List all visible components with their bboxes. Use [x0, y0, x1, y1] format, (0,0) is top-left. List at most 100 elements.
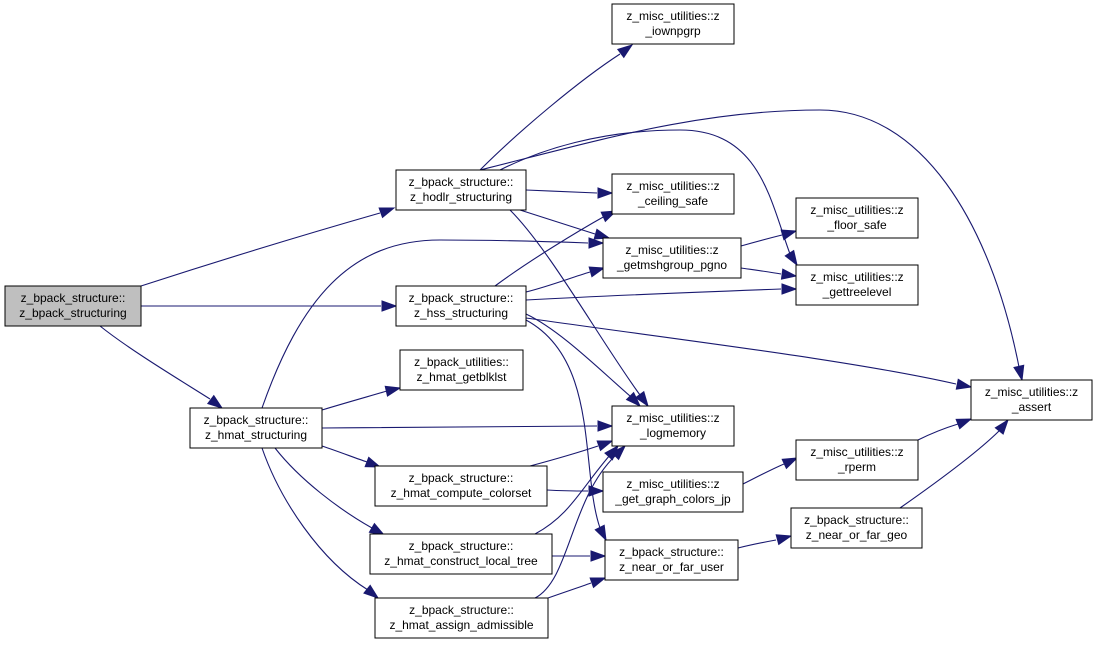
node-neargeo[interactable]: z_bpack_structure::z_near_or_far_geo [790, 507, 923, 549]
edge-arrowhead [363, 584, 380, 599]
edge-line [742, 463, 785, 485]
edge-line [525, 319, 601, 529]
node-graphcolors[interactable]: z_misc_utilities::z_get_graph_colors_jp [602, 471, 744, 513]
node-ceiling[interactable]: z_misc_utilities::z_ceiling_safe [611, 173, 735, 215]
node-box [795, 264, 919, 306]
node-box [602, 471, 744, 513]
edge-line [261, 239, 589, 409]
edge-root-to-hss [141, 300, 398, 312]
edge-hmat-to-getblklst [321, 385, 402, 411]
edge-admissible-to-logmemory [534, 444, 627, 599]
node-box [611, 405, 735, 447]
node-colorset[interactable]: z_bpack_structure::z_hmat_compute_colors… [374, 465, 548, 507]
edge-arrowhead [588, 237, 605, 249]
edge-arrowhead [955, 418, 973, 430]
node-nearuser[interactable]: z_bpack_structure::z_near_or_far_user [604, 539, 739, 581]
edge-arrowhead [780, 268, 798, 280]
edge-line [479, 109, 1020, 368]
node-iownpgrp[interactable]: z_misc_utilities::z_iownpgrp [611, 3, 735, 45]
edge-arrowhead [378, 207, 396, 219]
node-box [399, 349, 524, 391]
node-box [374, 465, 548, 507]
edge-line [274, 447, 373, 529]
node-label-line2: z_near_or_far_geo [806, 528, 908, 542]
node-label-line2: _assert [1011, 400, 1052, 414]
edge-arrowhead [625, 391, 642, 408]
node-label-line1: z_bpack_structure:: [409, 291, 514, 305]
edge-line [519, 209, 596, 235]
edge-hss-to-nearuser [525, 319, 607, 542]
node-label-line2: z_hodlr_structuring [410, 190, 512, 204]
node-admissible[interactable]: z_bpack_structure::z_hmat_assign_admissi… [374, 597, 549, 639]
edge-arrowhead [780, 229, 798, 241]
edge-arrowhead [593, 228, 611, 240]
edge-line [499, 129, 791, 255]
node-label-line2: _floor_safe [826, 218, 887, 232]
node-label-line2: z_hmat_getblklst [416, 370, 507, 384]
node-pgno[interactable]: z_misc_utilities::z_getmshgroup_pgno [602, 237, 742, 279]
edge-hss-to-treelevel [525, 283, 798, 301]
node-label-line1: z_bpack_structure:: [804, 513, 909, 527]
edge-line [525, 271, 591, 293]
node-label-line1: z_bpack_structure:: [619, 545, 724, 559]
edge-arrowhead [364, 456, 382, 468]
node-label-line1: z_misc_utilities::z [626, 411, 719, 425]
node-label-line2: _get_graph_colors_jp [614, 492, 731, 506]
edge-line [740, 234, 783, 247]
node-floor[interactable]: z_misc_utilities::z_floor_safe [795, 197, 919, 239]
edge-arrowhead [590, 550, 607, 562]
node-label-line1: z_bpack_structure:: [409, 175, 514, 189]
node-box [189, 407, 323, 449]
node-box [395, 285, 527, 327]
edge-neargeo-to-assert [899, 418, 1009, 509]
node-label-line2: _getmshgroup_pgno [616, 258, 727, 272]
edge-line [529, 445, 599, 467]
node-rperm[interactable]: z_misc_utilities::z_rperm [795, 439, 919, 481]
edge-arrowhead [994, 418, 1009, 435]
node-logmemory[interactable]: z_misc_utilities::z_logmemory [611, 405, 735, 447]
node-label-line1: z_misc_utilities::z [810, 203, 903, 217]
edge-hmat-to-admissible [261, 447, 380, 599]
edge-pgno-to-treelevel [740, 267, 798, 280]
node-hmat[interactable]: z_bpack_structure::z_hmat_structuring [189, 407, 323, 449]
edge-arrowhead [634, 390, 649, 408]
edge-arrowhead [1013, 364, 1025, 382]
edge-line [740, 267, 782, 275]
node-assert[interactable]: z_misc_utilities::z_assert [970, 379, 1093, 421]
edge-line [261, 447, 369, 591]
edge-line [525, 288, 782, 301]
node-box [795, 197, 919, 239]
node-label-line2: _ceiling_safe [637, 194, 708, 208]
node-treelevel[interactable]: z_misc_utilities::z_gettreelevel [795, 264, 919, 306]
node-label-line1: z_bpack_structure:: [21, 291, 126, 305]
edge-line [917, 423, 959, 441]
node-box [604, 539, 739, 581]
edge-line [547, 582, 592, 599]
edge-arrowhead [955, 378, 973, 390]
edge-hodlr-to-ceiling [525, 187, 614, 199]
node-label-line1: z_bpack_structure:: [409, 471, 514, 485]
edge-line [99, 325, 211, 400]
edge-arrowhead [588, 266, 606, 278]
node-label-line2: _logmemory [639, 426, 706, 440]
node-root[interactable]: z_bpack_structure::z_bpack_structuring [4, 285, 142, 327]
node-getblklst[interactable]: z_bpack_utilities::z_hmat_getblklst [399, 349, 524, 391]
edge-hmat-to-pgno [261, 237, 605, 409]
node-label-line2: z_bpack_structuring [19, 306, 126, 320]
node-label-line1: z_misc_utilities::z [810, 445, 903, 459]
node-label-line2: z_hmat_compute_colorset [391, 486, 532, 500]
node-label-line2: _gettreelevel [822, 285, 892, 299]
node-box [369, 533, 553, 575]
node-localtree[interactable]: z_bpack_structure::z_hmat_construct_loca… [369, 533, 553, 575]
node-hodlr[interactable]: z_bpack_structure::z_hodlr_structuring [395, 169, 527, 211]
edge-line [509, 209, 641, 396]
node-hss[interactable]: z_bpack_structure::z_hss_structuring [395, 285, 527, 327]
node-label-line1: z_bpack_utilities:: [414, 355, 509, 369]
edge-graphcolors-to-rperm [742, 457, 799, 485]
edge-hodlr-to-logmemory [509, 209, 649, 408]
node-box [602, 237, 742, 279]
node-label-line1: z_misc_utilities::z [625, 243, 718, 257]
edge-admissible-to-nearuser [547, 577, 607, 599]
edge-arrowhead [384, 385, 402, 397]
node-label-line2: z_hmat_construct_local_tree [384, 554, 538, 568]
